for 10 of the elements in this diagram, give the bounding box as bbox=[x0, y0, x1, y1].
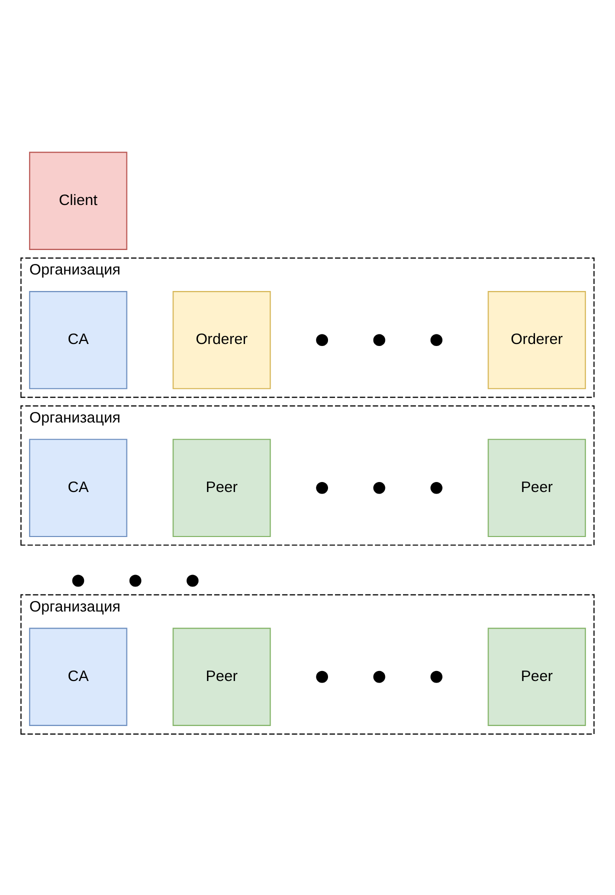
node-box: Peer bbox=[172, 628, 271, 726]
node-box: Peer bbox=[488, 438, 586, 538]
node-box: CA bbox=[29, 290, 128, 390]
node-box: Client bbox=[29, 152, 128, 250]
node-box: CA bbox=[29, 438, 128, 538]
node-box: Peer bbox=[488, 628, 586, 726]
node-box: CA bbox=[29, 628, 128, 726]
node-box: Peer bbox=[172, 438, 271, 538]
node-box: Orderer bbox=[172, 290, 271, 390]
node-box: Orderer bbox=[488, 290, 586, 390]
